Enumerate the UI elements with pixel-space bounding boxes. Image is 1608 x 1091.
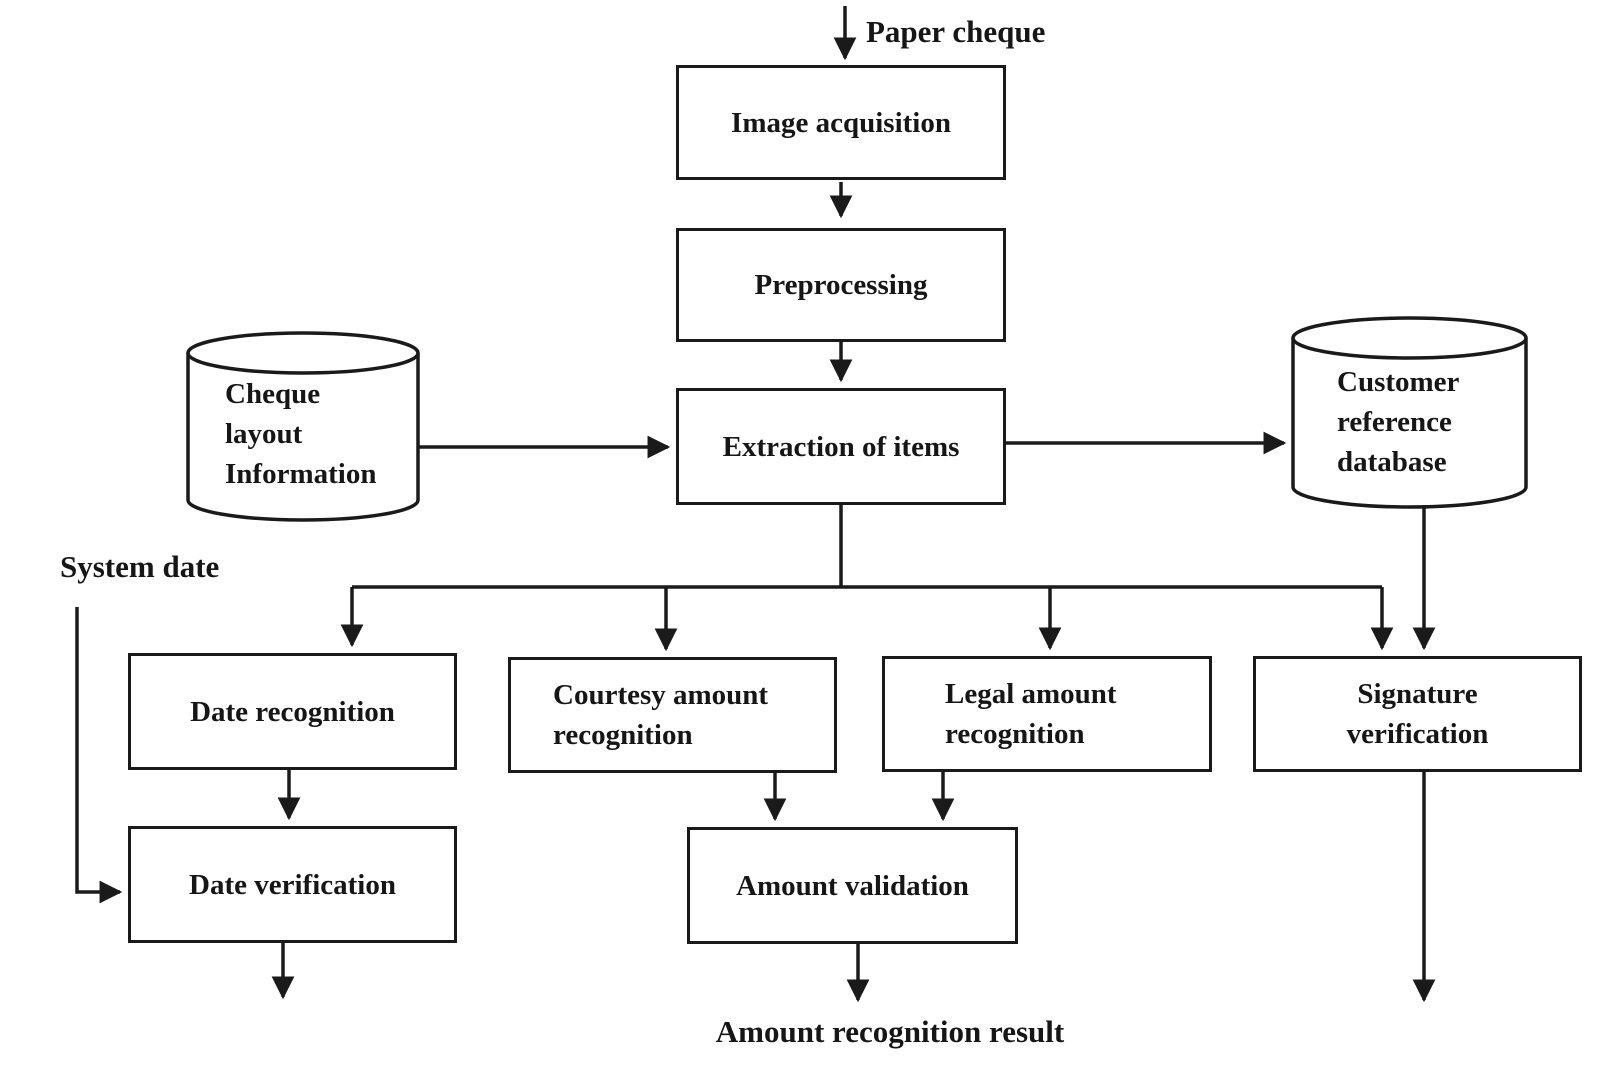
extraction-branch-rail [352,505,1382,589]
customer-reference-db-label: Customer reference database [1337,366,1460,478]
legal-amount-recognition-label: Legal amount recognition [945,678,1117,750]
image-acquisition-label: Image acquisition [731,106,951,139]
date-verification-box: Date verification [128,826,457,943]
extraction-of-items-label: Extraction of items [722,430,960,463]
preprocessing-box: Preprocessing [676,228,1006,342]
amount-validation-label: Amount validation [736,869,969,902]
date-recognition-label: Date recognition [190,695,395,728]
date-recognition-box: Date recognition [128,653,457,770]
arrow-systemdate-dateverification [75,607,123,904]
preprocessing-label: Preprocessing [754,269,928,301]
signature-verification-label: Signature verification [1346,678,1489,750]
date-result-label: Date recognition & verification result [95,1008,495,1091]
extraction-of-items-box: Extraction of items [676,388,1006,505]
signature-result-label: Signature verification result [1205,1010,1605,1091]
legal-amount-recognition-box: Legal amount recognition [882,656,1212,772]
amount-validation-box: Amount validation [687,827,1018,944]
cheque-layout-db-label: Cheque layout Information [225,378,377,490]
courtesy-amount-recognition-label: Courtesy amount recognition [553,679,769,751]
paper-cheque-label: Paper cheque [866,14,1046,49]
signature-verification-box: Signature verification [1253,656,1582,772]
system-date-label: System date [60,549,220,584]
customer-reference-cylinder [1291,316,1528,509]
amount-result-label: Amount recognition result [715,1014,1065,1049]
cheque-layout-cylinder [186,331,420,522]
image-acquisition-box: Image acquisition [676,65,1006,180]
date-verification-label: Date verification [189,868,396,901]
courtesy-amount-recognition-box: Courtesy amount recognition [508,657,837,773]
